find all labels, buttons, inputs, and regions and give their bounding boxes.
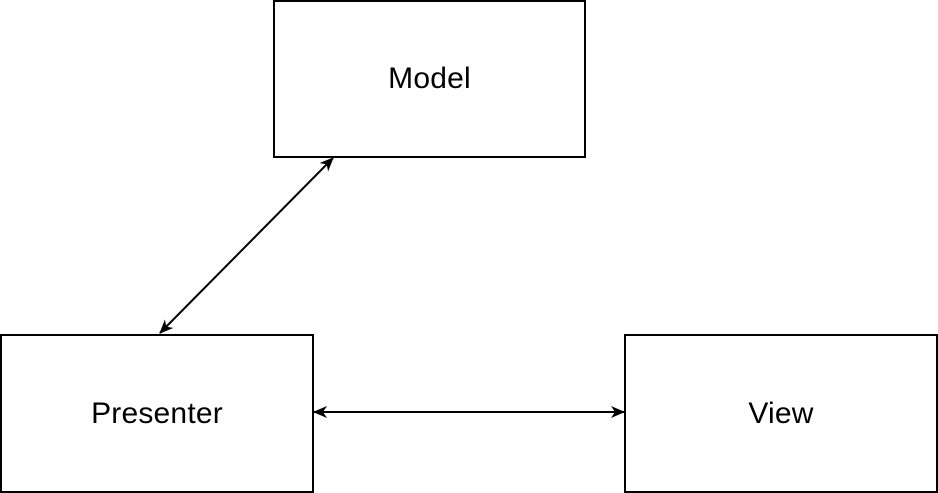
edge-model-presenter (159, 157, 334, 334)
view-box: View (624, 334, 938, 493)
model-label: Model (388, 62, 471, 95)
presenter-label: Presenter (91, 396, 223, 430)
presenter-box: Presenter (0, 334, 314, 493)
view-label: View (748, 396, 814, 430)
model-box: Model (273, 0, 586, 158)
